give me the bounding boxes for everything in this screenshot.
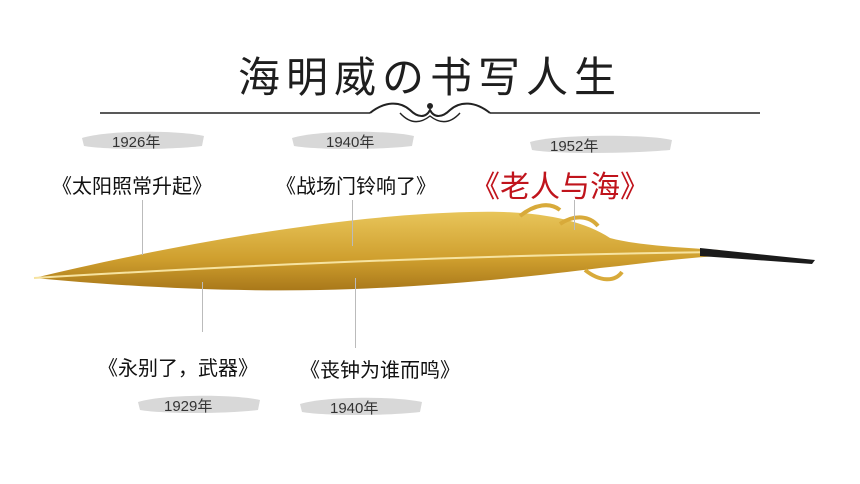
timeline-year: 1952年 [550,138,599,155]
timeline-year: 1940年 [326,134,375,151]
brush-stroke [530,135,672,153]
timeline-work: 《太阳照常升起》 [52,174,212,198]
leader-line [202,282,203,332]
leader-line [574,200,575,230]
timeline-year: 1926年 [112,134,161,151]
timeline-year: 1940年 [330,400,379,417]
title-ornament [100,102,760,123]
timeline-work: 《永别了，武器》 [98,356,258,380]
leader-line [355,278,356,348]
page-title: 海明威の书写人生 [237,53,622,102]
brush-stroke [300,397,422,415]
timeline-work: 《战场门铃响了》 [276,174,436,198]
brush-stroke [138,395,260,413]
timeline-work-highlight: 《老人与海》 [470,170,650,205]
timeline-work: 《丧钟为谁而鸣》 [300,358,460,382]
brush-stroke [82,131,204,149]
leader-line [142,200,143,255]
leader-line [352,200,353,246]
quill-feather-illustration [33,203,815,291]
timeline-year: 1929年 [164,398,213,415]
brush-stroke [292,131,414,149]
